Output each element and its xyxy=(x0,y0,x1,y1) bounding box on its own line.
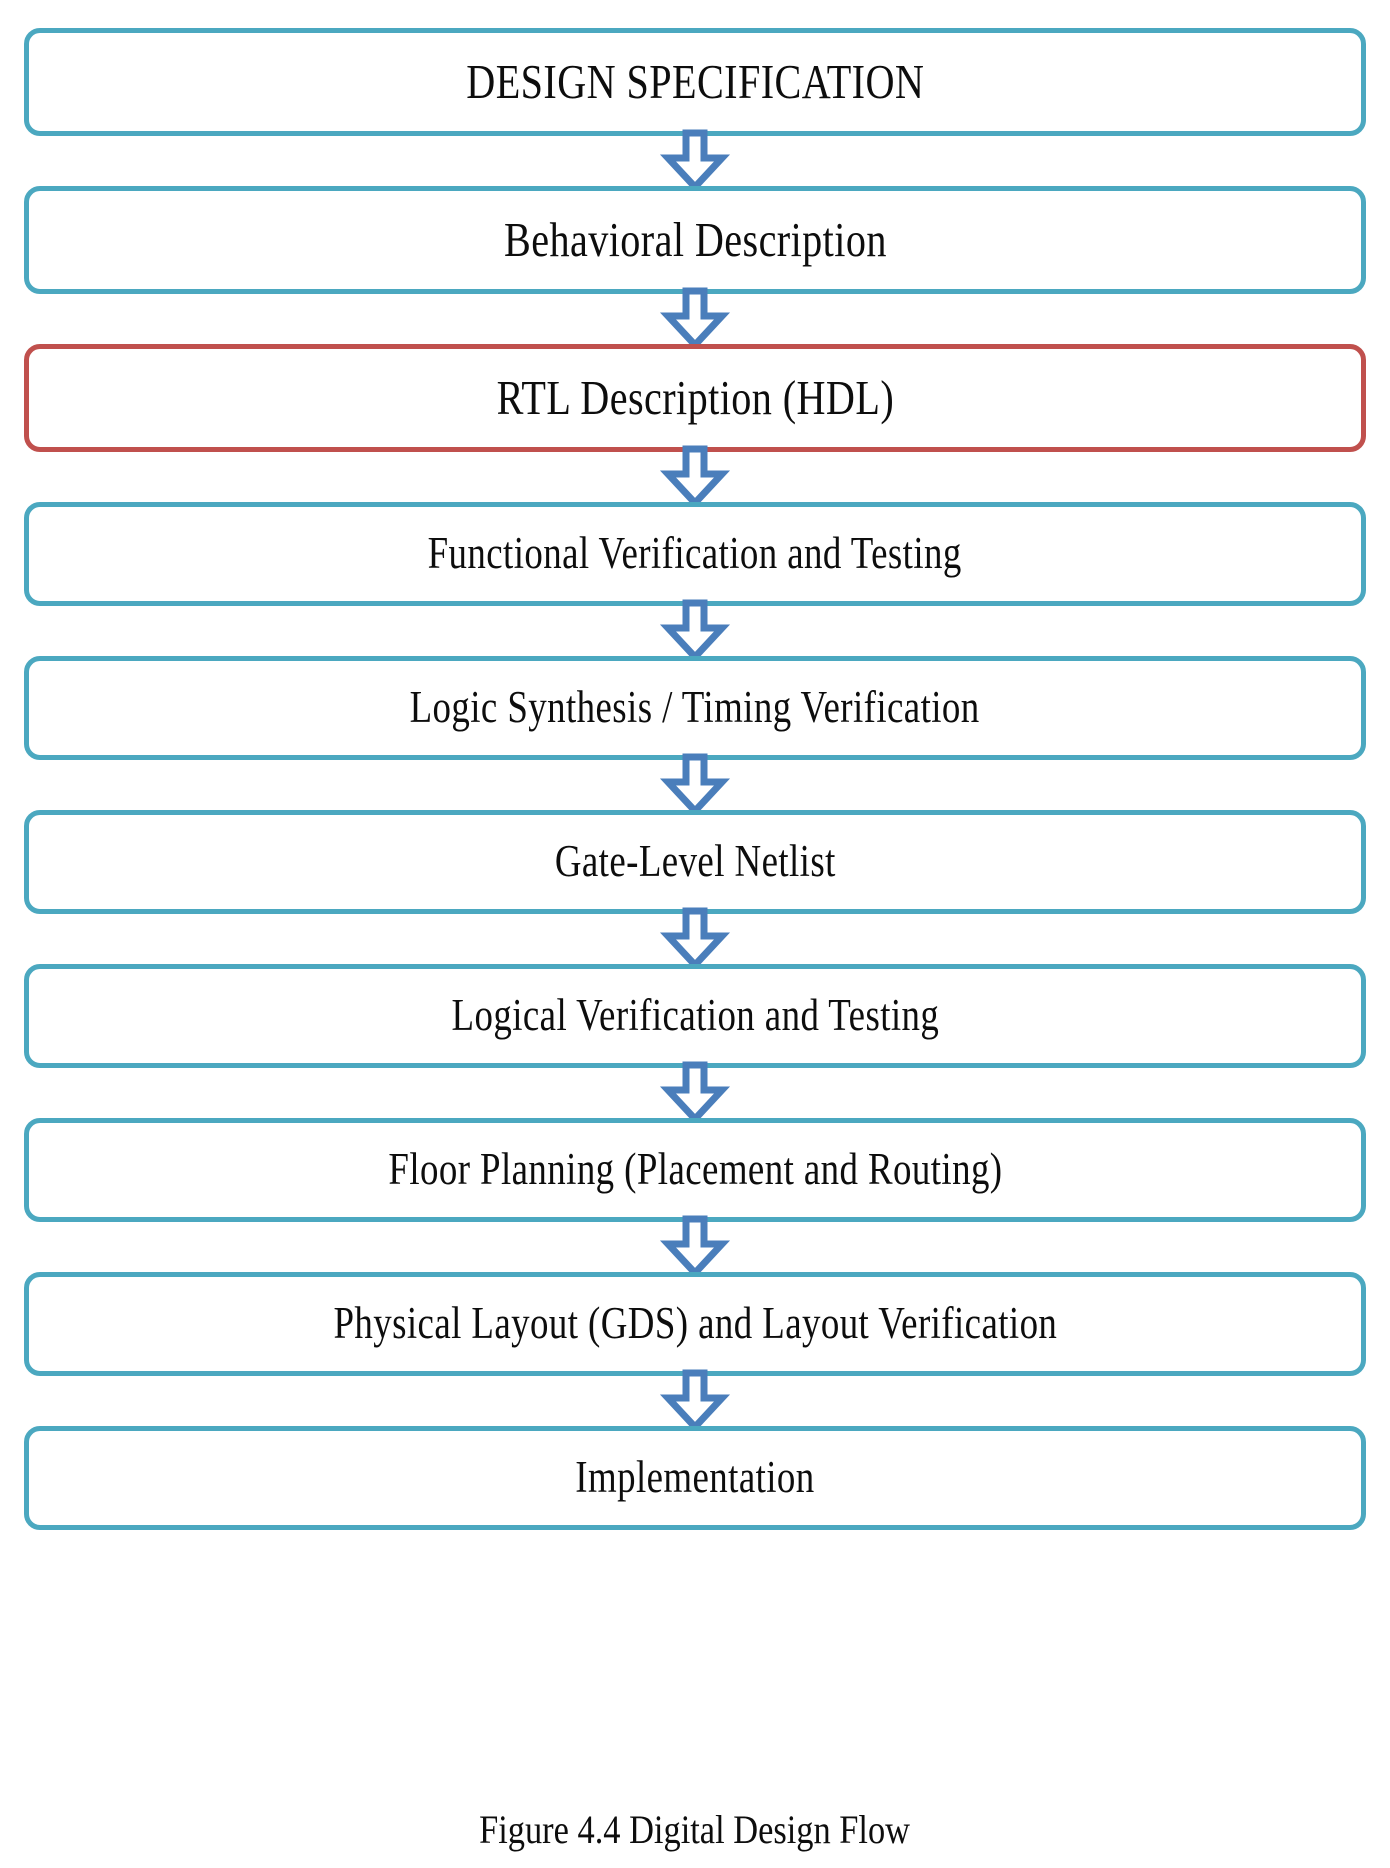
flow-step-gate-level-netlist: Gate-Level Netlist xyxy=(24,810,1366,914)
flow-step-rtl-description: RTL Description (HDL) xyxy=(24,344,1366,452)
flow-step-label: RTL Description (HDL) xyxy=(496,370,894,426)
flow-step-label: Gate-Level Netlist xyxy=(554,836,836,887)
flow-connector-4 xyxy=(24,599,1366,663)
flow-connector-6 xyxy=(24,907,1366,971)
down-arrow-icon xyxy=(659,907,731,971)
flow-connector-3 xyxy=(24,445,1366,509)
flow-step-logical-verification: Logical Verification and Testing xyxy=(24,964,1366,1068)
flow-step-functional-verification: Functional Verification and Testing xyxy=(24,502,1366,606)
flow-step-implementation: Implementation xyxy=(24,1426,1366,1530)
down-arrow-icon xyxy=(659,599,731,663)
figure-caption: Figure 4.4 Digital Design Flow xyxy=(0,1808,1390,1852)
down-arrow-icon xyxy=(659,1369,731,1433)
flow-connector-9 xyxy=(24,1369,1366,1433)
down-arrow-icon xyxy=(659,287,731,351)
flow-connector-5 xyxy=(24,753,1366,817)
flow-step-floor-planning: Floor Planning (Placement and Routing) xyxy=(24,1118,1366,1222)
flow-connector-2 xyxy=(24,287,1366,351)
flow-step-physical-layout: Physical Layout (GDS) and Layout Verific… xyxy=(24,1272,1366,1376)
flow-step-design-specification: DESIGN SPECIFICATION xyxy=(24,28,1366,136)
down-arrow-icon xyxy=(659,1215,731,1279)
flow-connector-8 xyxy=(24,1215,1366,1279)
down-arrow-icon xyxy=(659,1061,731,1125)
flow-connector-1 xyxy=(24,129,1366,193)
down-arrow-icon xyxy=(659,753,731,817)
flow-step-label: Logical Verification and Testing xyxy=(451,990,939,1041)
flow-step-label: Implementation xyxy=(575,1452,815,1503)
down-arrow-icon xyxy=(659,129,731,193)
down-arrow-icon xyxy=(659,445,731,509)
flow-step-label: Physical Layout (GDS) and Layout Verific… xyxy=(333,1298,1057,1349)
flow-step-logic-synthesis: Logic Synthesis / Timing Verification xyxy=(24,656,1366,760)
flow-connector-7 xyxy=(24,1061,1366,1125)
flow-step-label: Functional Verification and Testing xyxy=(427,528,963,579)
flow-step-label: Logic Synthesis / Timing Verification xyxy=(409,682,981,733)
figure-caption-text: Figure 4.4 Digital Design Flow xyxy=(479,1807,911,1852)
flow-step-behavioral-description: Behavioral Description xyxy=(24,186,1366,294)
flow-step-label: Floor Planning (Placement and Routing) xyxy=(387,1144,1003,1195)
flow-step-label: Behavioral Description xyxy=(503,212,887,268)
flow-step-label: DESIGN SPECIFICATION xyxy=(465,54,925,110)
